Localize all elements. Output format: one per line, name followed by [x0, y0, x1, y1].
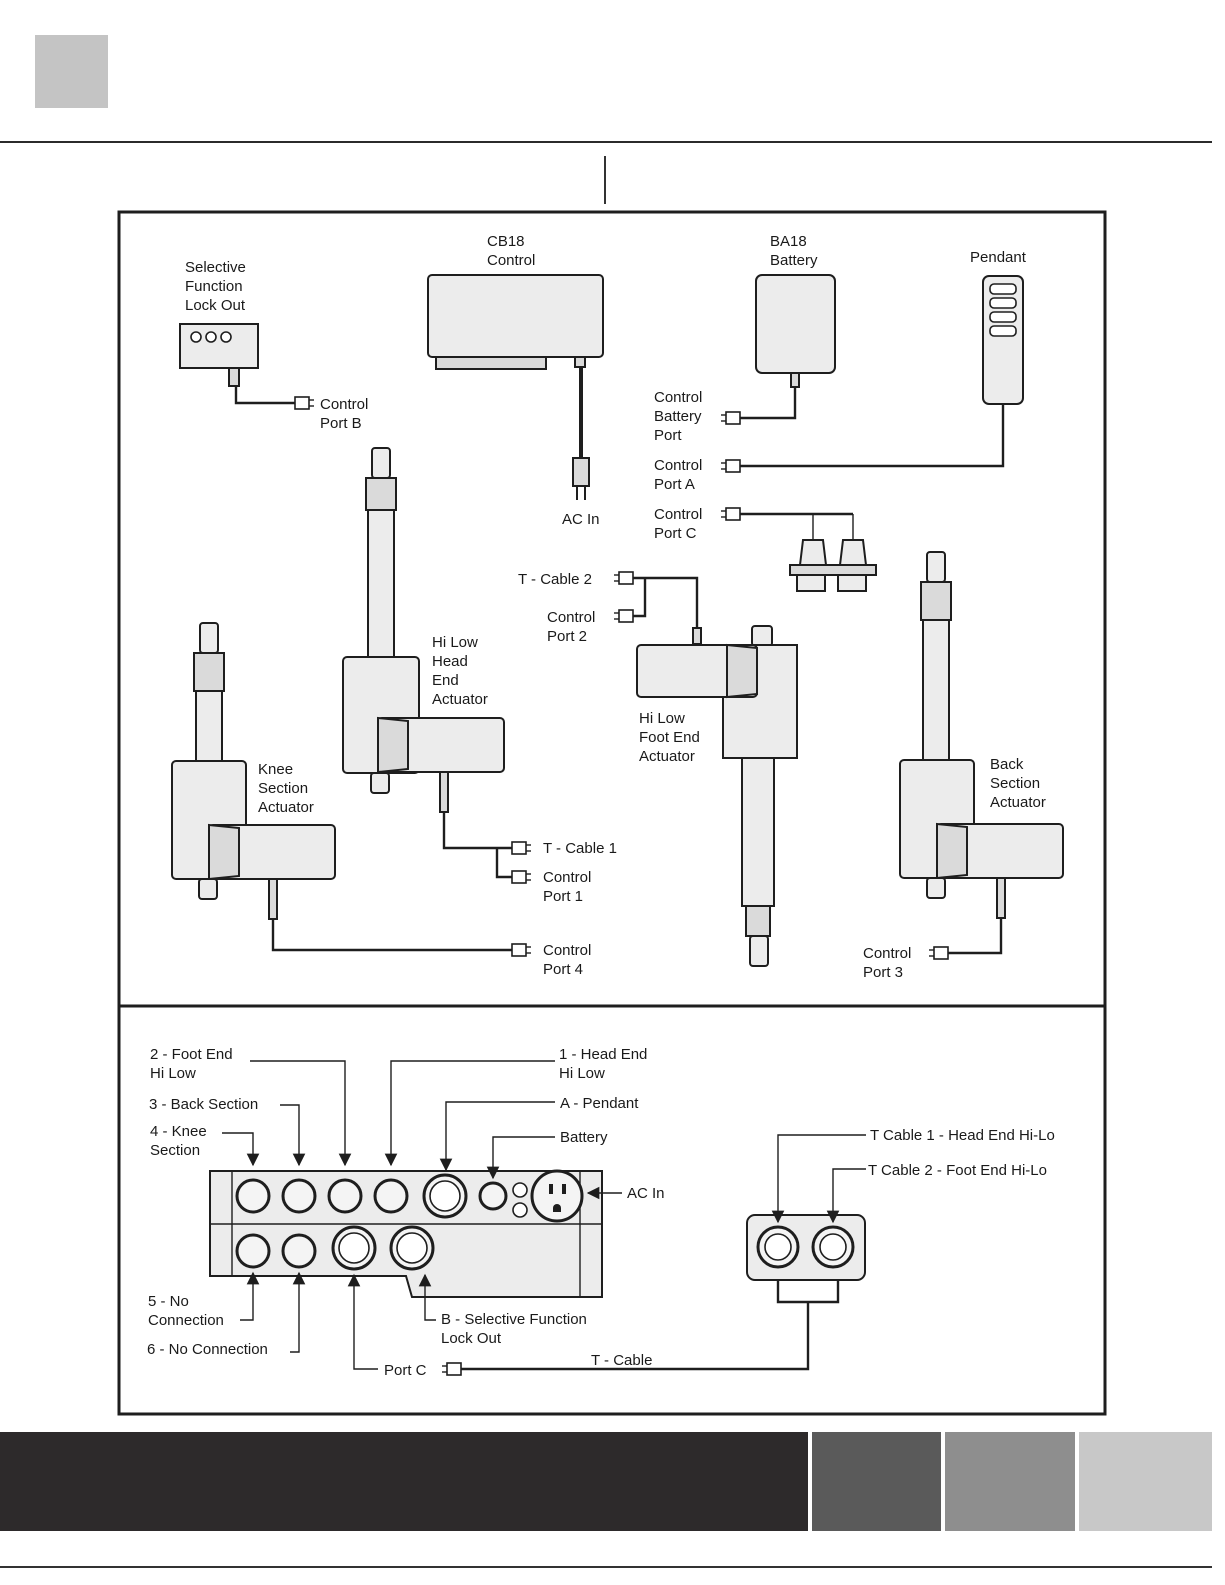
knee-actuator-title-2: Section [258, 780, 308, 797]
label-head-end-1: 1 - Head End [559, 1046, 647, 1063]
pendant-title: Pendant [970, 249, 1027, 266]
battery-port-label-1: Control [654, 389, 702, 406]
back-actuator-title-3: Actuator [990, 794, 1046, 811]
cb18-title-2: Control [487, 252, 535, 269]
head-actuator-title-2: Head [432, 653, 468, 670]
label-selective-2: Lock Out [441, 1330, 502, 1347]
label-selective-1: B - Selective Function [441, 1311, 587, 1328]
footer-rule [0, 1566, 1212, 1568]
footer-block-1 [812, 1432, 941, 1531]
ba18-battery-device [720, 274, 836, 425]
port-a-label-2: Port A [654, 476, 695, 493]
footer-block-3 [1079, 1432, 1212, 1531]
ac-in-label: AC In [562, 511, 600, 528]
selective-title-3: Lock Out [185, 297, 246, 314]
battery-port-label-2: Battery [654, 408, 702, 425]
head-actuator-title-1: Hi Low [432, 634, 478, 651]
port-4-label-1: Control [543, 942, 591, 959]
footer-band [0, 1432, 808, 1531]
label-no-conn-5-1: 5 - No [148, 1293, 189, 1310]
head-end-actuator [342, 447, 532, 884]
battery-port-label-3: Port [654, 427, 682, 444]
cb18-control-device [427, 274, 604, 500]
pendant-device [720, 275, 1024, 473]
t-cable-1-label: T - Cable 1 [543, 840, 617, 857]
selective-title-2: Function [185, 278, 243, 295]
label-battery: Battery [560, 1129, 608, 1146]
label-no-conn-5-2: Connection [148, 1312, 224, 1329]
knee-actuator-title-1: Knee [258, 761, 293, 778]
selective-lockout-device [179, 323, 315, 410]
port-c-label-2: Port C [654, 525, 697, 542]
foot-actuator-title-2: Foot End [639, 729, 700, 746]
port-3-label-2: Port 3 [863, 964, 903, 981]
port-b-label-1: Control [320, 396, 368, 413]
label-ac-in: AC In [627, 1185, 665, 1202]
label-head-end-2: Hi Low [559, 1065, 605, 1082]
callout-arrows [222, 1060, 622, 1370]
back-actuator-title-1: Back [990, 756, 1024, 773]
foot-actuator-title-3: Actuator [639, 748, 695, 765]
port-a-label-1: Control [654, 457, 702, 474]
cb18-title-1: CB18 [487, 233, 525, 250]
label-t-cable-2: T Cable 2 - Foot End Hi-Lo [868, 1162, 1047, 1179]
foot-actuator-title-1: Hi Low [639, 710, 685, 727]
port-2-label-2: Port 2 [547, 628, 587, 645]
port-1-label-2: Port 1 [543, 888, 583, 905]
label-foot-end-1: 2 - Foot End [150, 1046, 233, 1063]
control-box-ports [209, 1169, 603, 1298]
footer-block-2 [945, 1432, 1075, 1531]
port-b-label-2: Port B [320, 415, 362, 432]
ba18-title-1: BA18 [770, 233, 807, 250]
header-tick [604, 156, 606, 204]
label-t-cable-1: T Cable 1 - Head End Hi-Lo [870, 1127, 1055, 1144]
label-pendant: A - Pendant [560, 1095, 639, 1112]
t-cable-2-label: T - Cable 2 [518, 571, 592, 588]
head-actuator-title-4: Actuator [432, 691, 488, 708]
label-knee-1: 4 - Knee [150, 1123, 207, 1140]
label-foot-end-2: Hi Low [150, 1065, 196, 1082]
label-back-section: 3 - Back Section [149, 1096, 258, 1113]
port-3-label-1: Control [863, 945, 911, 962]
label-knee-2: Section [150, 1142, 200, 1159]
port-4-label-2: Port 4 [543, 961, 583, 978]
knee-actuator-title-3: Actuator [258, 799, 314, 816]
top-panel-frame [117, 210, 1107, 1008]
label-no-conn-6: 6 - No Connection [147, 1341, 268, 1358]
header-square [35, 35, 108, 108]
head-actuator-title-3: End [432, 672, 459, 689]
t-cable-junction [441, 1134, 866, 1376]
back-section-actuator [899, 551, 1064, 960]
port-2-label-1: Control [547, 609, 595, 626]
ba18-title-2: Battery [770, 252, 818, 269]
t-cable-device [720, 507, 877, 592]
foot-end-actuator [613, 571, 798, 967]
knee-section-actuator [171, 622, 532, 957]
selective-title-1: Selective [185, 259, 246, 276]
header-rule [0, 141, 1212, 143]
port-c-label-1: Control [654, 506, 702, 523]
back-actuator-title-2: Section [990, 775, 1040, 792]
port-1-label-1: Control [543, 869, 591, 886]
label-t-cable: T - Cable [591, 1352, 652, 1369]
label-port-c: Port C [384, 1362, 427, 1379]
